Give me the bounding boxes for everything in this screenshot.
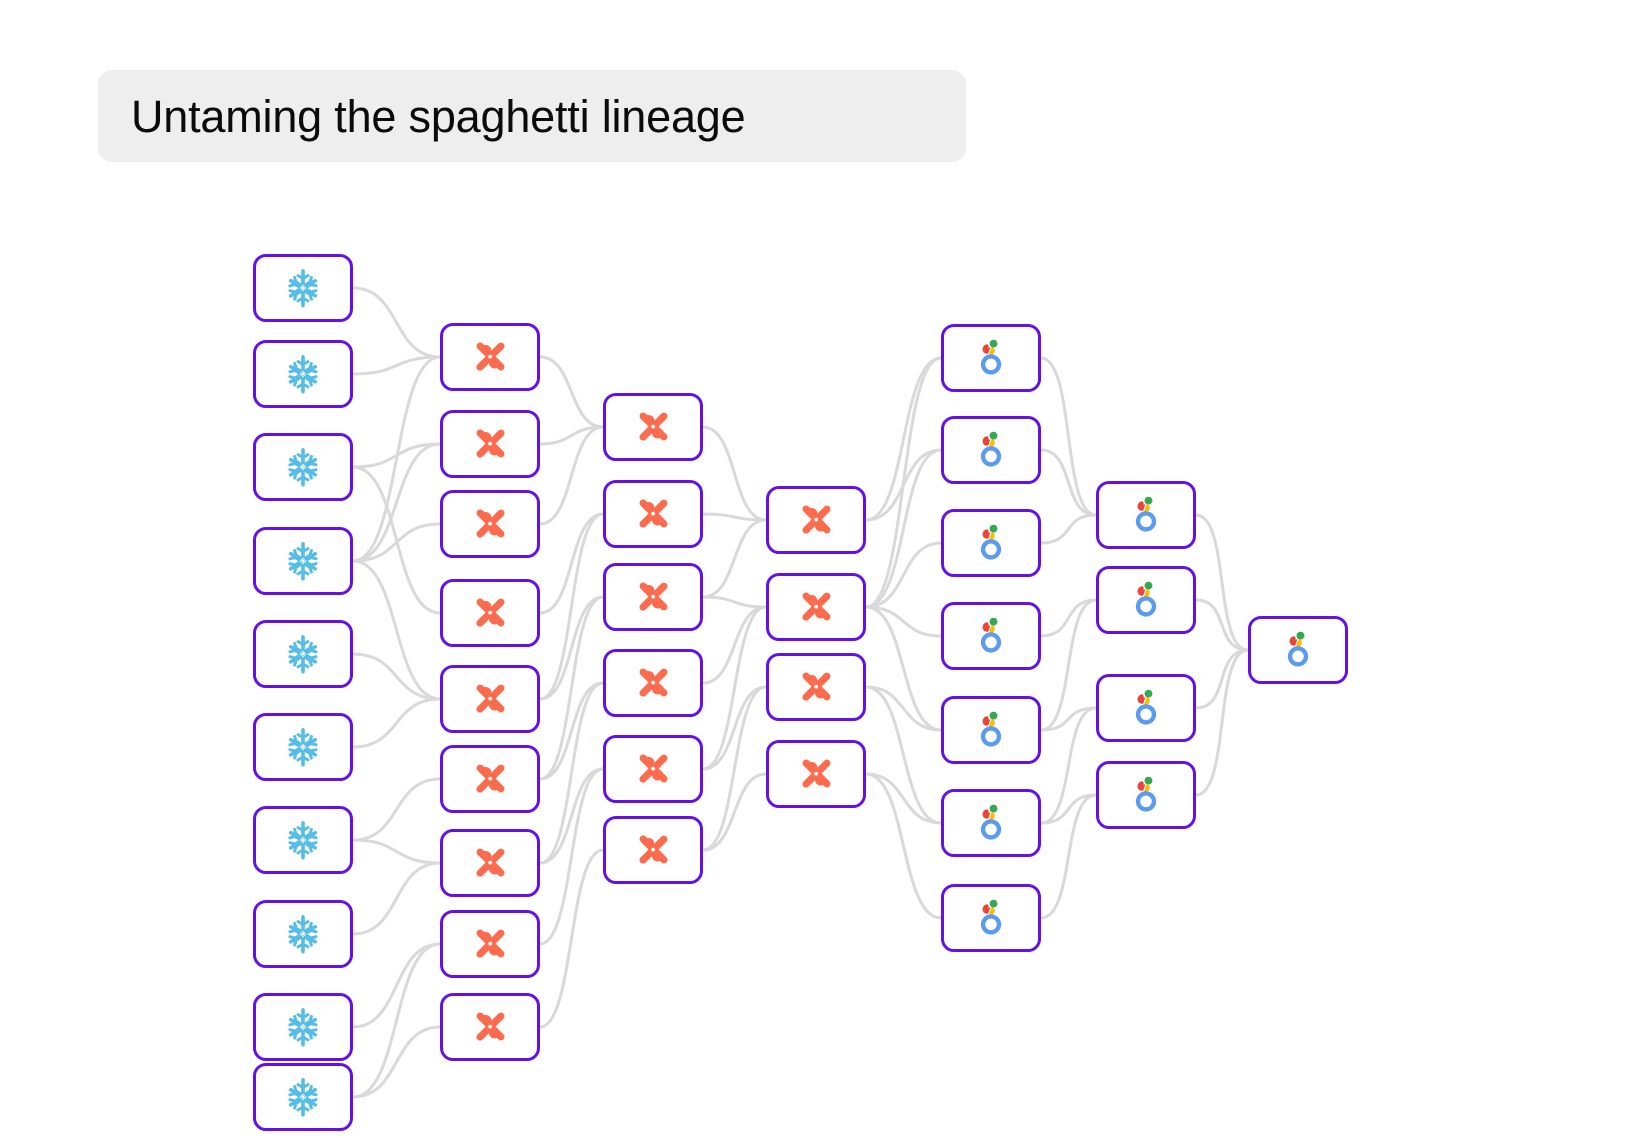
looker-icon <box>968 895 1014 941</box>
looker-icon <box>968 427 1014 473</box>
lineage-node-snowflake-c0-9[interactable] <box>253 1063 353 1131</box>
lineage-node-dbt-c1-7[interactable] <box>440 910 540 978</box>
lineage-node-snowflake-c0-6[interactable] <box>253 806 353 874</box>
lineage-node-looker-c4-3[interactable] <box>941 602 1041 670</box>
lineage-node-looker-c5-2[interactable] <box>1096 674 1196 742</box>
dbt-icon <box>631 828 675 872</box>
snowflake-icon <box>280 911 326 957</box>
lineage-node-dbt-c3-0[interactable] <box>766 486 866 554</box>
lineage-node-dbt-c1-5[interactable] <box>440 745 540 813</box>
dbt-icon <box>468 757 512 801</box>
looker-icon <box>968 707 1014 753</box>
dbt-icon <box>794 752 838 796</box>
lineage-node-looker-c4-5[interactable] <box>941 789 1041 857</box>
snowflake-icon <box>280 351 326 397</box>
looker-icon <box>968 520 1014 566</box>
looker-icon <box>1123 492 1169 538</box>
dbt-icon <box>468 922 512 966</box>
lineage-node-dbt-c1-2[interactable] <box>440 490 540 558</box>
lineage-node-snowflake-c0-4[interactable] <box>253 620 353 688</box>
lineage-node-looker-c4-1[interactable] <box>941 416 1041 484</box>
lineage-node-snowflake-c0-3[interactable] <box>253 527 353 595</box>
lineage-node-looker-c5-1[interactable] <box>1096 566 1196 634</box>
dbt-icon <box>631 405 675 449</box>
dbt-icon <box>794 498 838 542</box>
lineage-node-snowflake-c0-5[interactable] <box>253 713 353 781</box>
dbt-icon <box>468 1005 512 1049</box>
lineage-node-dbt-c3-1[interactable] <box>766 573 866 641</box>
looker-icon <box>968 800 1014 846</box>
lineage-node-looker-c5-0[interactable] <box>1096 481 1196 549</box>
dbt-icon <box>794 665 838 709</box>
snowflake-icon <box>280 1004 326 1050</box>
dbt-icon <box>468 335 512 379</box>
lineage-node-looker-c4-0[interactable] <box>941 324 1041 392</box>
lineage-node-dbt-c1-8[interactable] <box>440 993 540 1061</box>
snowflake-icon <box>280 631 326 677</box>
lineage-node-snowflake-c0-8[interactable] <box>253 993 353 1061</box>
looker-icon <box>1123 772 1169 818</box>
lineage-node-snowflake-c0-7[interactable] <box>253 900 353 968</box>
looker-icon <box>1123 685 1169 731</box>
page-title: Untaming the spaghetti lineage <box>131 90 746 142</box>
lineage-node-dbt-c1-4[interactable] <box>440 665 540 733</box>
lineage-node-dbt-c1-0[interactable] <box>440 323 540 391</box>
looker-icon <box>1123 577 1169 623</box>
lineage-node-looker-c5-3[interactable] <box>1096 761 1196 829</box>
dbt-icon <box>631 661 675 705</box>
lineage-node-dbt-c3-2[interactable] <box>766 653 866 721</box>
lineage-node-snowflake-c0-0[interactable] <box>253 254 353 322</box>
lineage-node-dbt-c2-5[interactable] <box>603 816 703 884</box>
lineage-node-dbt-c3-3[interactable] <box>766 740 866 808</box>
dbt-icon <box>468 422 512 466</box>
snowflake-icon <box>280 817 326 863</box>
looker-icon <box>968 613 1014 659</box>
lineage-node-snowflake-c0-2[interactable] <box>253 433 353 501</box>
lineage-node-dbt-c2-3[interactable] <box>603 649 703 717</box>
dbt-icon <box>468 677 512 721</box>
snowflake-icon <box>280 538 326 584</box>
lineage-node-dbt-c2-0[interactable] <box>603 393 703 461</box>
lineage-node-looker-c4-2[interactable] <box>941 509 1041 577</box>
dbt-icon <box>468 591 512 635</box>
dbt-icon <box>468 502 512 546</box>
dbt-icon <box>631 575 675 619</box>
lineage-node-dbt-c1-1[interactable] <box>440 410 540 478</box>
dbt-icon <box>794 585 838 629</box>
lineage-node-dbt-c1-6[interactable] <box>440 829 540 897</box>
lineage-node-dbt-c2-2[interactable] <box>603 563 703 631</box>
dbt-icon <box>631 747 675 791</box>
lineage-node-dbt-c2-4[interactable] <box>603 735 703 803</box>
dbt-icon <box>468 841 512 885</box>
looker-icon <box>968 335 1014 381</box>
lineage-node-looker-c4-6[interactable] <box>941 884 1041 952</box>
lineage-node-dbt-c2-1[interactable] <box>603 480 703 548</box>
snowflake-icon <box>280 265 326 311</box>
lineage-node-snowflake-c0-1[interactable] <box>253 340 353 408</box>
snowflake-icon <box>280 724 326 770</box>
looker-icon <box>1275 627 1321 673</box>
snowflake-icon <box>280 1074 326 1120</box>
page-title-pill: Untaming the spaghetti lineage <box>98 70 966 162</box>
lineage-node-dbt-c1-3[interactable] <box>440 579 540 647</box>
lineage-node-looker-c6-0[interactable] <box>1248 616 1348 684</box>
dbt-icon <box>631 492 675 536</box>
lineage-node-looker-c4-4[interactable] <box>941 696 1041 764</box>
snowflake-icon <box>280 444 326 490</box>
